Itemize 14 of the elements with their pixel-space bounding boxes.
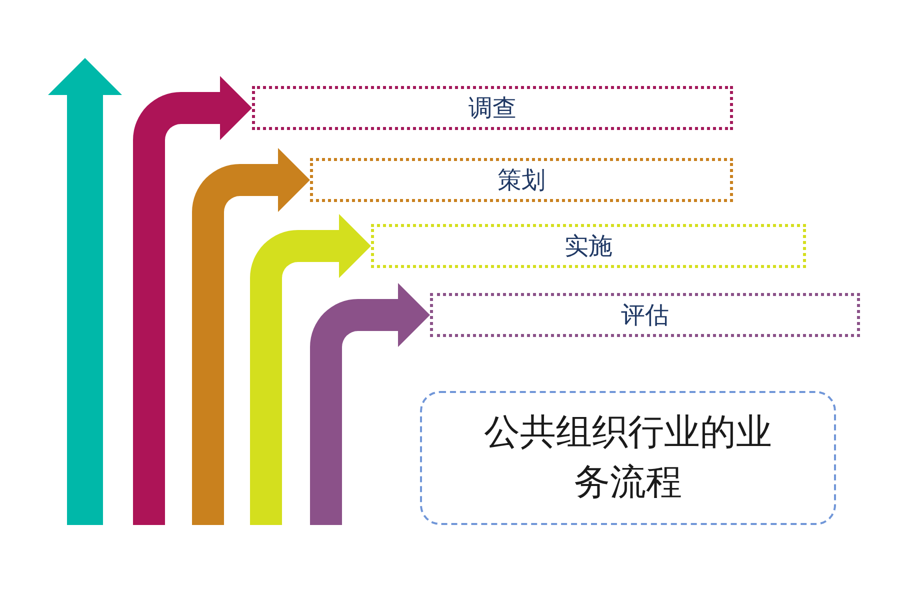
title-box [420, 391, 836, 525]
step-box [430, 293, 860, 337]
step-label: 实施 [564, 231, 612, 262]
step-box [371, 224, 806, 268]
step-label: 策划 [498, 165, 546, 196]
curved-arrow [310, 283, 430, 525]
step-label: 调查 [468, 93, 516, 124]
curved-arrow [250, 214, 371, 525]
curved-arrow [133, 76, 252, 525]
step-box [252, 86, 733, 130]
step-box [310, 158, 733, 202]
title-text: 公共组织行业的业务流程 [483, 410, 773, 505]
step-label: 评估 [621, 300, 669, 331]
curved-arrow [192, 148, 310, 525]
